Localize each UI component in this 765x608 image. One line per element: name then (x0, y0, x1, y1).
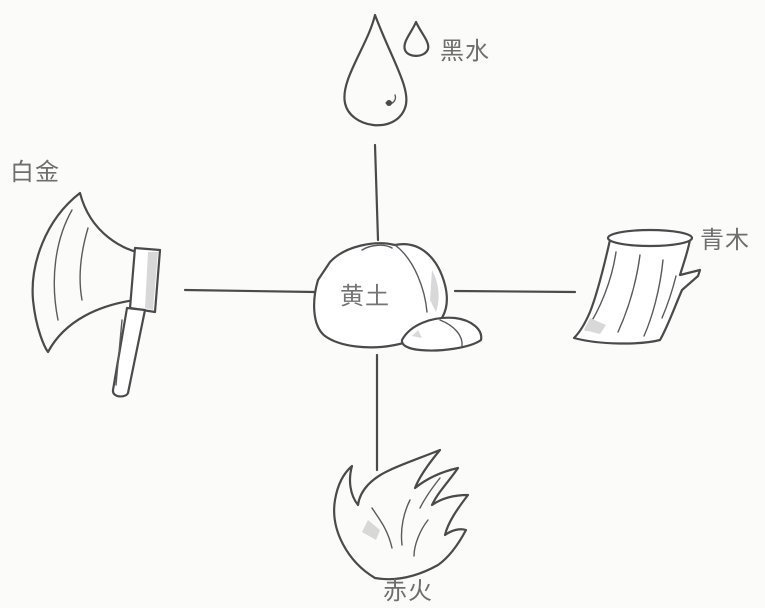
axe-icon (31, 191, 162, 398)
label-earth: 黄土 (340, 282, 390, 310)
connector-left (183, 288, 317, 294)
label-wood: 青木 (700, 226, 750, 254)
water-drop-icon (343, 13, 430, 127)
flame-icon (333, 448, 470, 581)
tree-stump-icon (572, 228, 702, 345)
label-fire: 赤火 (383, 577, 433, 605)
rock-icon (313, 242, 483, 352)
label-water: 黑水 (440, 37, 490, 65)
connector-right (453, 289, 577, 294)
label-metal: 白金 (10, 158, 60, 186)
connector-top (373, 143, 380, 242)
